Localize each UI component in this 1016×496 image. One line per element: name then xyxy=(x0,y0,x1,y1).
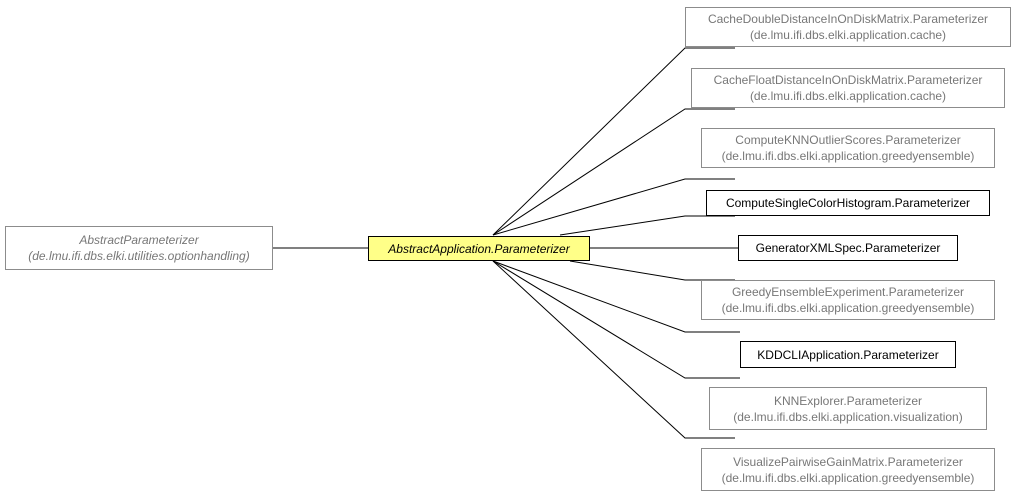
child-class-name: VisualizePairwiseGainMatrix.Parameterize… xyxy=(733,454,963,469)
child-class-node-kddcli-application[interactable]: KDDCLIApplication.Parameterizer xyxy=(740,341,956,368)
child-class-node-generator-xml-spec[interactable]: GeneratorXMLSpec.Parameterizer xyxy=(738,235,958,261)
child-class-node-cache-double[interactable]: CacheDoubleDistanceInOnDiskMatrix.Parame… xyxy=(685,7,1011,47)
child-class-name: KDDCLIApplication.Parameterizer xyxy=(757,347,939,362)
child-class-node-visualize-pairwise-gain-matrix[interactable]: VisualizePairwiseGainMatrix.Parameterize… xyxy=(701,448,995,491)
child-class-name: ComputeKNNOutlierScores.Parameterizer xyxy=(735,133,961,147)
child-class-node-greedy-ensemble-experiment[interactable]: GreedyEnsembleExperiment.Parameterizer (… xyxy=(701,280,995,320)
child-class-package: (de.lmu.ifi.dbs.elki.application.greedye… xyxy=(721,470,975,485)
child-class-name: CacheFloatDistanceInOnDiskMatrix.Paramet… xyxy=(713,73,983,87)
focus-class-node: AbstractApplication.Parameterizer xyxy=(368,236,590,261)
child-class-package: (de.lmu.ifi.dbs.elki.application.greedye… xyxy=(721,149,975,163)
child-class-package: (de.lmu.ifi.dbs.elki.application.visuali… xyxy=(733,409,963,424)
edge-child-3 xyxy=(559,215,735,236)
edge-child-7 xyxy=(492,260,740,379)
edge-child-6 xyxy=(492,260,740,333)
child-class-name: KNNExplorer.Parameterizer xyxy=(773,393,923,408)
child-class-name: CacheDoubleDistanceInOnDiskMatrix.Parame… xyxy=(707,12,989,26)
child-class-node-knn-explorer[interactable]: KNNExplorer.Parameterizer (de.lmu.ifi.db… xyxy=(709,387,987,430)
edge-child-8 xyxy=(492,260,735,439)
child-class-name: ComputeSingleColorHistogram.Parameterize… xyxy=(725,196,971,210)
edge-child-1 xyxy=(492,108,735,236)
child-class-node-compute-knn-outlier[interactable]: ComputeKNNOutlierScores.Parameterizer (d… xyxy=(701,128,995,168)
child-class-package: (de.lmu.ifi.dbs.elki.application.cache) xyxy=(749,28,947,42)
edge-child-0 xyxy=(492,47,735,236)
edge-child-2 xyxy=(492,178,735,236)
edge-child-5 xyxy=(569,260,735,281)
focus-class-name: AbstractApplication.Parameterizer xyxy=(388,241,570,256)
child-class-node-cache-float[interactable]: CacheFloatDistanceInOnDiskMatrix.Paramet… xyxy=(691,68,1005,108)
parent-class-package: (de.lmu.ifi.dbs.elki.utilities.optionhan… xyxy=(28,249,250,263)
child-class-node-compute-single-color-histogram[interactable]: ComputeSingleColorHistogram.Parameterize… xyxy=(706,190,990,216)
parent-class-name: AbstractParameterizer xyxy=(79,233,199,247)
child-class-package: (de.lmu.ifi.dbs.elki.application.greedye… xyxy=(721,301,975,315)
parent-class-node[interactable]: AbstractParameterizer (de.lmu.ifi.dbs.el… xyxy=(5,226,273,270)
child-class-name: GreedyEnsembleExperiment.Parameterizer xyxy=(731,285,965,299)
child-class-name: GeneratorXMLSpec.Parameterizer xyxy=(755,241,941,255)
child-class-package: (de.lmu.ifi.dbs.elki.application.cache) xyxy=(749,89,947,103)
